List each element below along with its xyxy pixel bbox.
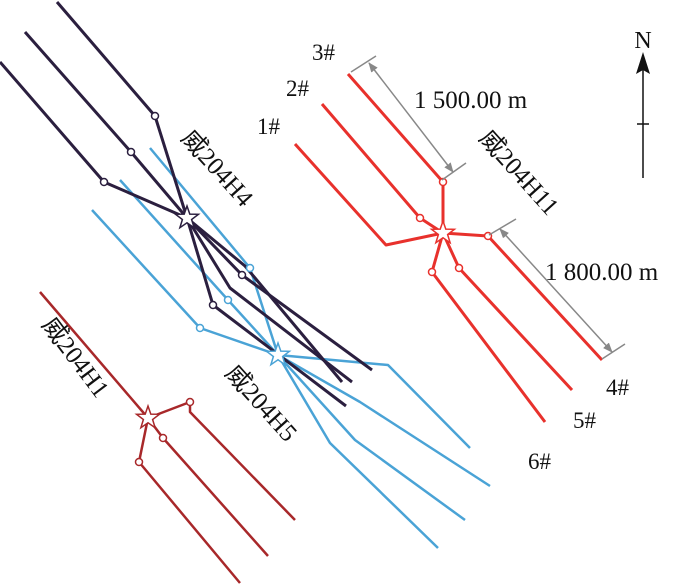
lateral-line bbox=[137, 417, 241, 584]
wellhead-star-icon bbox=[264, 340, 292, 367]
kickoff-point bbox=[237, 270, 247, 280]
lateral-line bbox=[149, 147, 491, 488]
distance-label-lower: 1 800.00 m bbox=[545, 259, 659, 286]
wellhead-star-icon bbox=[429, 218, 457, 245]
kickoff-point bbox=[134, 457, 144, 467]
well-name-h11: 威204H11 bbox=[474, 124, 565, 220]
kickoff-point bbox=[150, 111, 160, 121]
well-group-h11 bbox=[293, 73, 604, 423]
dimension-upper bbox=[350, 55, 467, 181]
wellhead-star-icon bbox=[134, 403, 162, 430]
lateral-1 bbox=[293, 142, 444, 247]
well-group-h1 bbox=[39, 291, 296, 584]
kickoff-point bbox=[223, 295, 233, 305]
lateral-number-3: 3# bbox=[312, 40, 336, 65]
kickoff-points bbox=[99, 111, 493, 467]
kickoff-point bbox=[208, 300, 218, 310]
lateral-number-2: 2# bbox=[286, 76, 310, 101]
distance-label-upper: 1 500.00 m bbox=[414, 87, 528, 114]
kickoff-point bbox=[415, 213, 425, 223]
kickoff-point bbox=[195, 323, 205, 333]
dimension-lower bbox=[488, 218, 626, 360]
kickoff-point bbox=[427, 267, 437, 277]
kickoff-point bbox=[99, 177, 109, 187]
well-name-h1: 威204H1 bbox=[36, 312, 114, 403]
lateral-line bbox=[185, 217, 347, 408]
well-group-h5 bbox=[91, 147, 491, 549]
well-name-h4: 威204H4 bbox=[176, 124, 259, 212]
lateral-number-5: 5# bbox=[573, 408, 597, 433]
well-name-h5: 威204H5 bbox=[220, 359, 303, 447]
lateral-2 bbox=[320, 103, 444, 235]
lateral-number-1: 1# bbox=[257, 114, 281, 139]
lateral-number-4: 4# bbox=[606, 375, 630, 400]
lateral-4 bbox=[442, 231, 604, 362]
lateral-line bbox=[276, 354, 439, 549]
kickoff-point bbox=[158, 433, 168, 443]
lateral-number-6: 6# bbox=[528, 449, 552, 474]
wellhead-star-icon bbox=[173, 203, 201, 230]
kickoff-point bbox=[185, 397, 195, 407]
north-label: N bbox=[634, 28, 651, 54]
north-arrow-icon bbox=[636, 52, 650, 178]
kickoff-point bbox=[245, 263, 255, 273]
kickoff-point bbox=[126, 147, 136, 157]
lateral-6 bbox=[430, 232, 547, 423]
kickoff-point bbox=[454, 263, 464, 273]
